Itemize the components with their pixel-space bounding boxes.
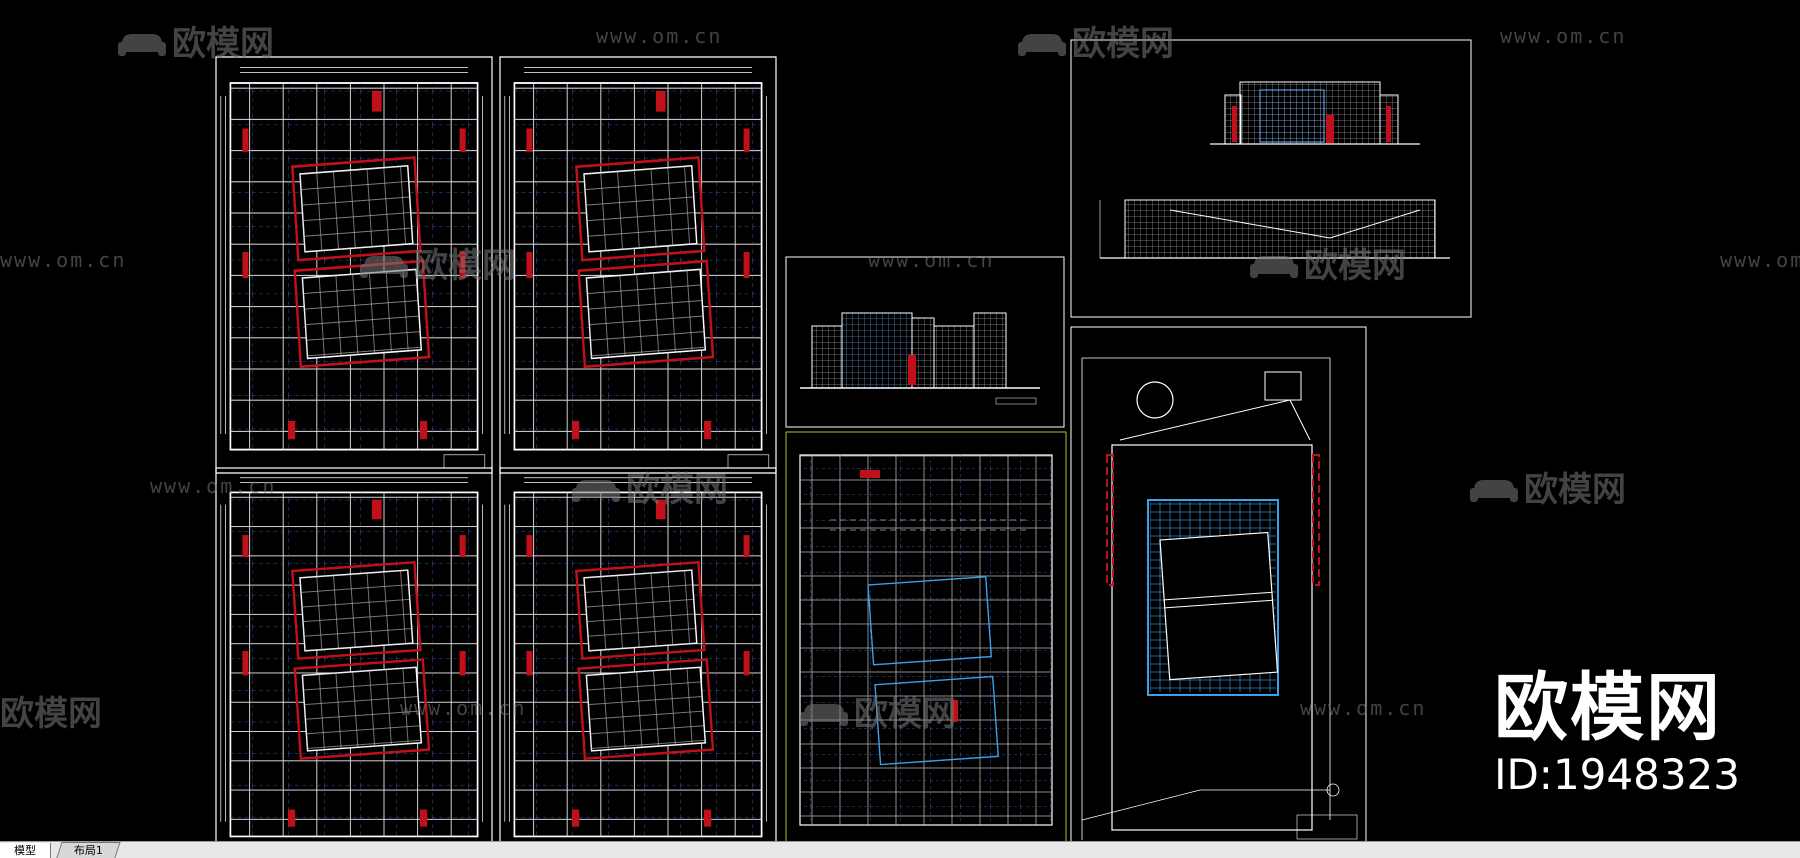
tab-layout-1[interactable]: 布局1: [56, 842, 121, 858]
tab-model[interactable]: 模型: [0, 843, 51, 858]
watermark-logo: 欧模网: [360, 238, 516, 287]
elevations-sheet[interactable]: [1070, 39, 1472, 318]
brand-overlay: 欧模网 ID:1948323: [1494, 668, 1740, 798]
watermark-url: www.om.cn: [400, 696, 527, 720]
watermark-logo-text: 欧模网: [854, 694, 956, 734]
watermark-logo: 欧模网: [1250, 238, 1406, 287]
watermark-url: www.om.cn: [868, 248, 995, 272]
watermark-url: www.om.cn: [1720, 248, 1800, 272]
watermark-logo: 欧模网: [0, 686, 102, 735]
watermark-logo-text: 欧模网: [0, 694, 102, 734]
sofa-logo-icon: [1470, 473, 1518, 502]
side-elevation-sheet[interactable]: [785, 256, 1065, 428]
watermark-logo-text: 欧模网: [414, 246, 516, 286]
sofa-logo-icon: [800, 697, 848, 726]
watermark-logo-text: 欧模网: [1524, 470, 1626, 510]
site-plan-sheet[interactable]: [1070, 326, 1367, 846]
plan-sheet-4[interactable]: [498, 466, 778, 858]
sofa-logo-icon: [360, 249, 408, 278]
watermark-logo: 欧模网: [800, 686, 956, 735]
watermark-logo-text: 欧模网: [1304, 246, 1406, 286]
sofa-logo-icon: [118, 27, 166, 56]
watermark-url: www.om.cn: [150, 474, 277, 498]
watermark-logo: 欧模网: [118, 16, 274, 65]
sofa-logo-icon: [1018, 27, 1066, 56]
layout-tab-bar: 模型 布局1: [0, 841, 1800, 858]
plan-sheet-2[interactable]: [498, 55, 778, 475]
watermark-logo-text: 欧模网: [172, 24, 274, 64]
watermark-url: www.om.cn: [596, 24, 723, 48]
basement-plan-sheet[interactable]: [785, 431, 1067, 843]
watermark-logo-text: 欧模网: [626, 470, 728, 510]
watermark-url: www.om.cn: [1500, 24, 1627, 48]
watermark-logo: 欧模网: [1470, 462, 1626, 511]
watermark-url: www.om.cn: [0, 248, 127, 272]
brand-id: ID:1948323: [1494, 750, 1740, 799]
brand-name: 欧模网: [1494, 665, 1723, 751]
plan-sheet-3[interactable]: [214, 466, 494, 858]
sofa-logo-icon: [1250, 249, 1298, 278]
watermark-logo: 欧模网: [572, 462, 728, 511]
sofa-logo-icon: [572, 473, 620, 502]
watermark-url: www.om.cn: [1300, 696, 1427, 720]
watermark-logo: 欧模网: [1018, 16, 1174, 65]
watermark-logo-text: 欧模网: [1072, 24, 1174, 64]
